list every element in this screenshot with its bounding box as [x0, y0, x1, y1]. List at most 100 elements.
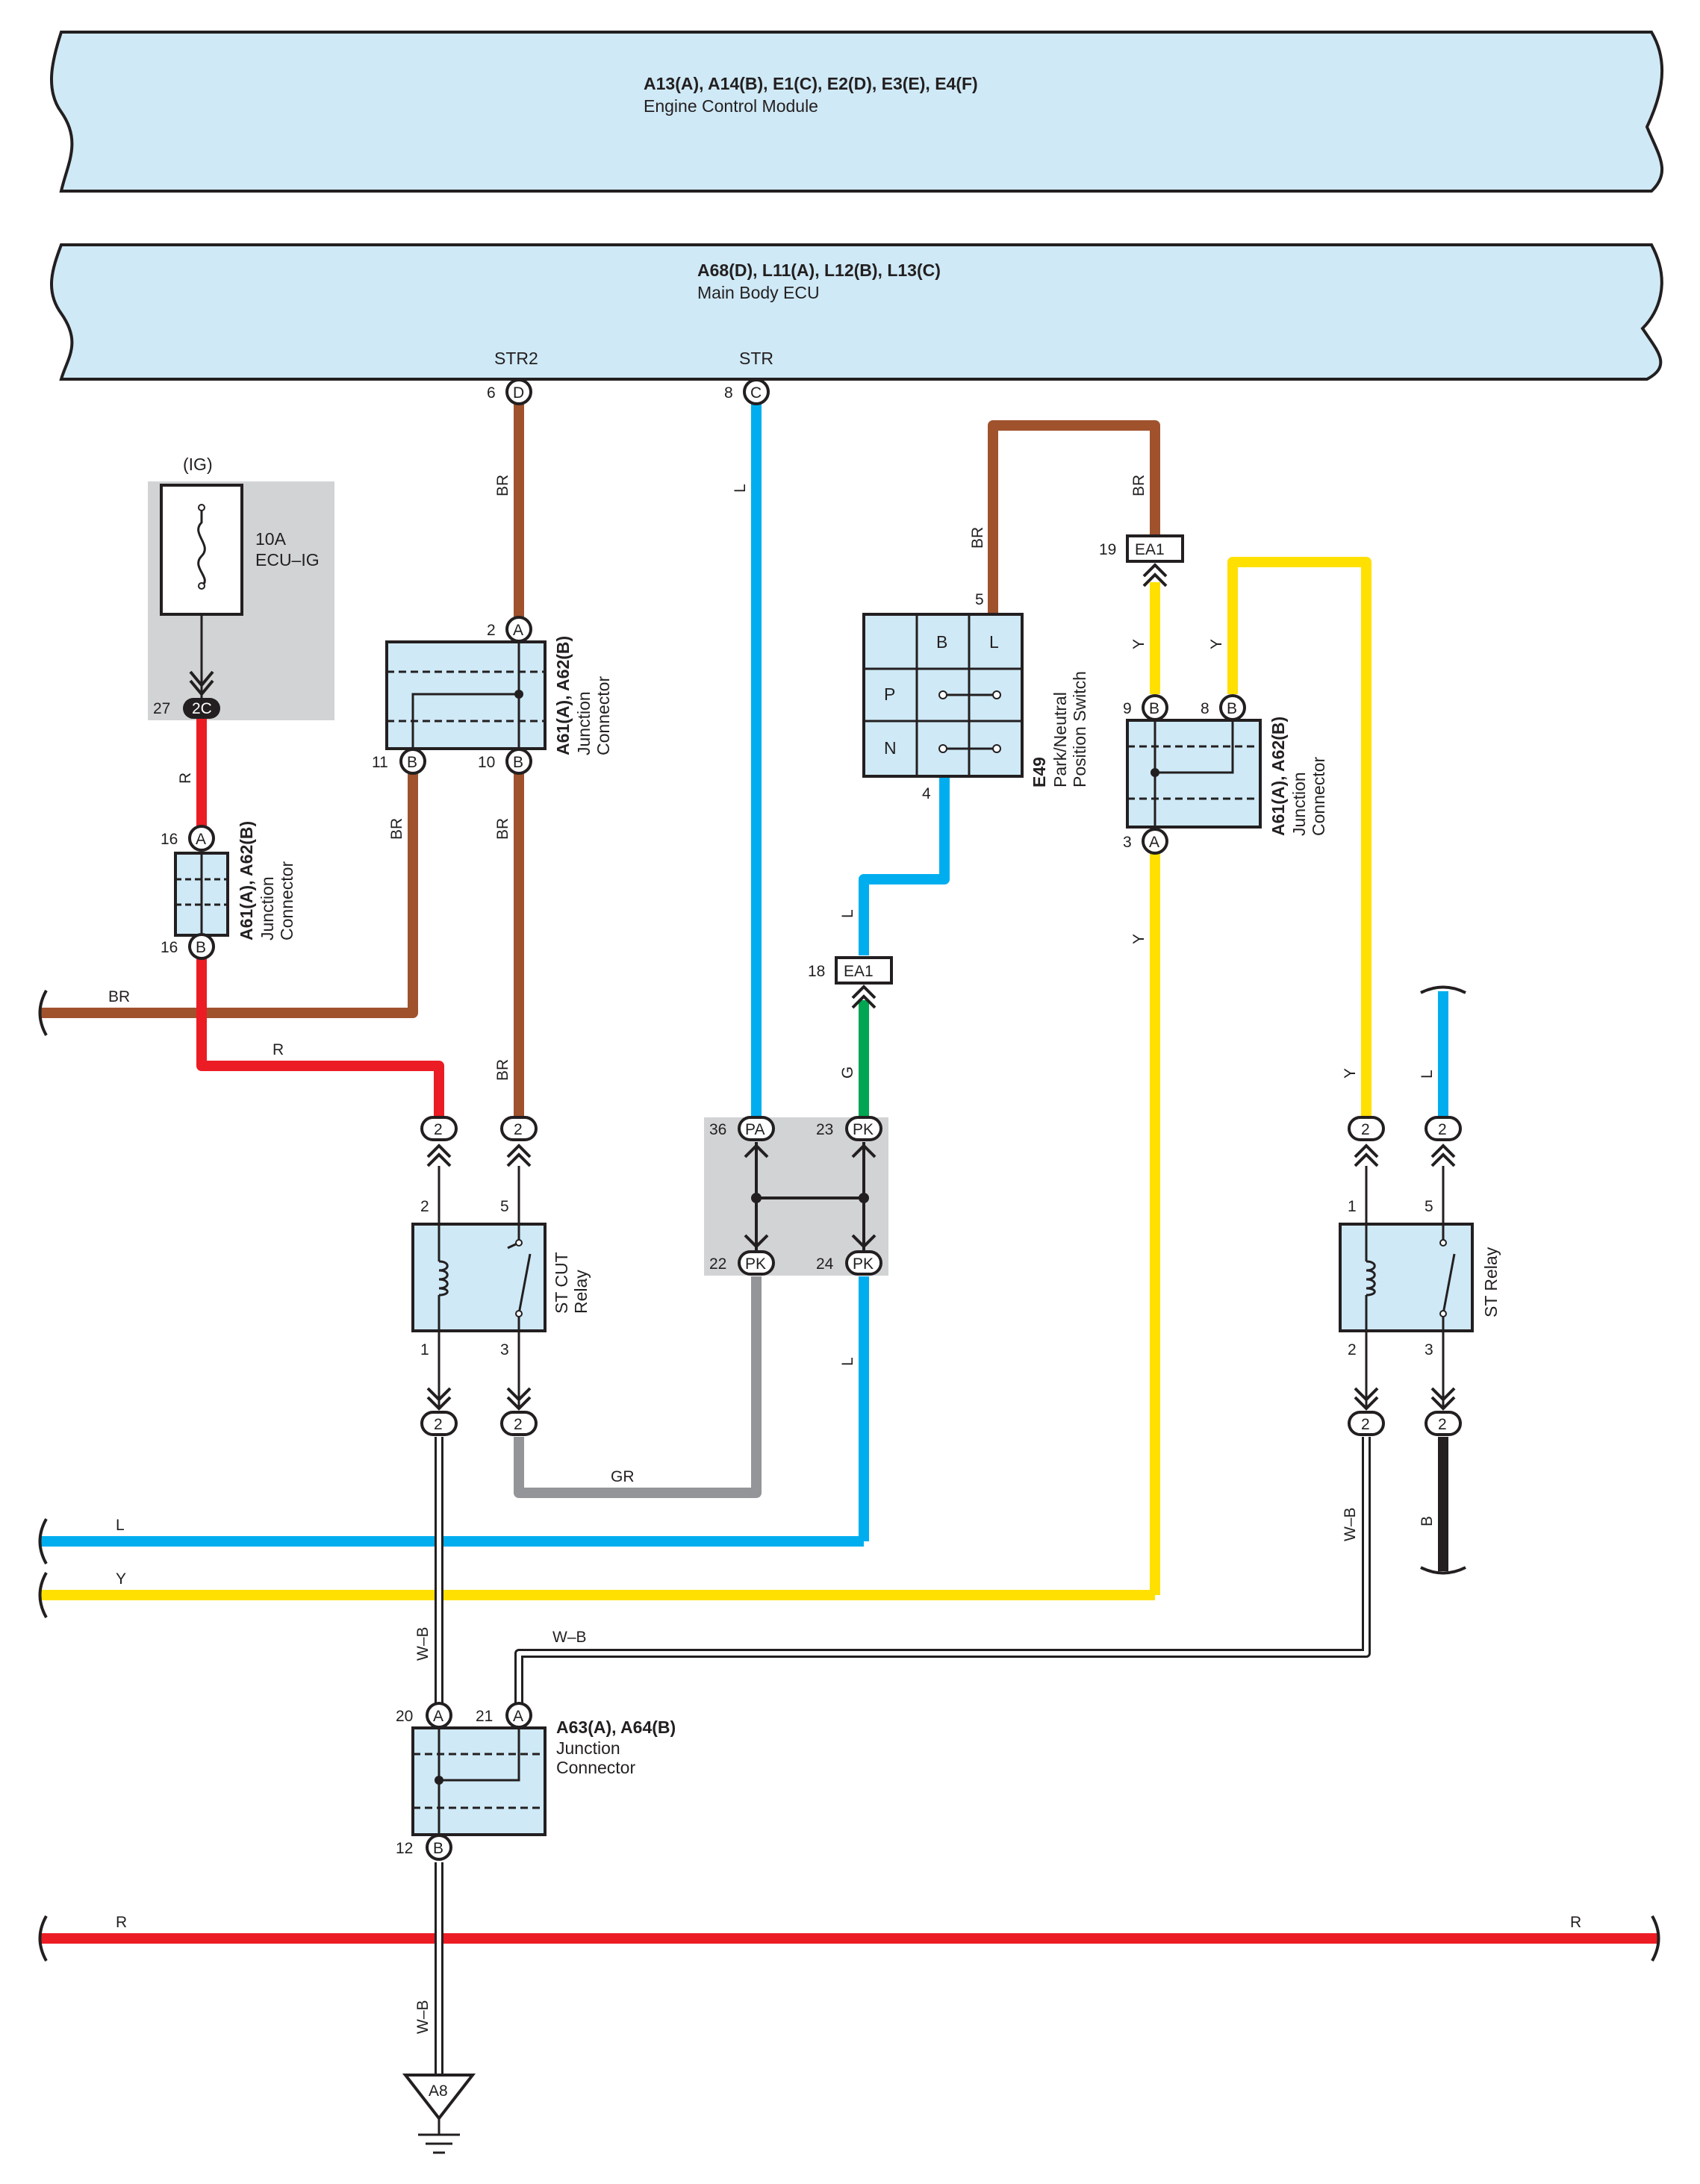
ecm-name: Engine Control Module [644, 96, 818, 116]
svg-text:9: 9 [1123, 700, 1132, 717]
svg-text:B: B [1149, 700, 1159, 717]
svg-text:5: 5 [500, 1198, 509, 1215]
wire-br-left [41, 761, 418, 1018]
wc-br-1: BR [494, 475, 511, 496]
svg-text:4: 4 [922, 785, 931, 802]
wire-l-switch [859, 776, 950, 955]
break-l [38, 1518, 48, 1564]
st-cut-relay[interactable] [411, 1223, 547, 1332]
ground-a8[interactable] [402, 2074, 476, 2154]
wc-y-4: Y [1342, 1068, 1359, 1079]
svg-text:24: 24 [816, 1255, 834, 1273]
svg-text:Connector: Connector [594, 676, 613, 755]
svg-text:6: 6 [487, 384, 496, 402]
svg-text:2: 2 [420, 1198, 429, 1215]
svg-text:B: B [433, 1840, 443, 1857]
svg-text:27: 27 [153, 700, 170, 717]
svg-text:L: L [989, 632, 999, 652]
svg-text:21: 21 [476, 1708, 493, 1725]
st-relay[interactable] [1339, 1223, 1474, 1332]
svg-text:Junction: Junction [556, 1738, 620, 1758]
svg-text:5: 5 [975, 591, 984, 608]
svg-text:2: 2 [434, 1121, 443, 1138]
svg-text:20: 20 [396, 1708, 413, 1725]
wc-r-4: R [1570, 1914, 1581, 1931]
jc-mid-ref: A61(A), A62(B) [553, 636, 573, 755]
ecm-box[interactable] [50, 31, 1664, 193]
wc-l-2: L [839, 909, 856, 918]
svg-text:B: B [513, 754, 523, 771]
svg-text:18: 18 [808, 963, 825, 980]
str2-label: STR2 [494, 349, 538, 368]
jc-left[interactable] [174, 852, 229, 937]
svg-text:A: A [513, 1708, 523, 1725]
wc-br-4: BR [388, 818, 405, 840]
break-r-left [38, 1915, 48, 1962]
svg-text:2: 2 [514, 1121, 523, 1138]
svg-text:Position Switch: Position Switch [1070, 671, 1089, 787]
wc-r-2: R [273, 1041, 284, 1058]
break-r-right [1651, 1915, 1660, 1962]
svg-text:P: P [884, 684, 895, 704]
body-ecu-box[interactable] [50, 243, 1663, 381]
svg-text:19: 19 [1099, 541, 1116, 558]
ecm-connectors: A13(A), A14(B), E1(C), E2(D), E3(E), E4(… [644, 74, 978, 93]
svg-text:Park/Neutral: Park/Neutral [1050, 692, 1070, 787]
fuse-supply: (IG) [183, 455, 213, 474]
wc-br-3: BR [1130, 475, 1148, 496]
wc-wb-3: W–B [1342, 1507, 1359, 1541]
pn-switch-ref: E49 [1030, 757, 1049, 787]
wire-wb-strelay [514, 1437, 1371, 1706]
svg-text:Connector: Connector [556, 1758, 635, 1777]
fuse-name: ECU–IG [255, 550, 320, 570]
svg-text:2: 2 [487, 622, 496, 639]
str-label: STR [739, 349, 773, 368]
svg-text:2: 2 [1361, 1416, 1370, 1433]
wc-wb-2: W–B [552, 1629, 587, 1646]
wc-wb-1: W–B [414, 1626, 432, 1661]
wire-br-switch [988, 420, 1160, 614]
jc-mid[interactable] [385, 640, 547, 750]
svg-text:D: D [513, 384, 524, 402]
wc-y-1: Y [1130, 639, 1148, 649]
wc-gr: GR [611, 1468, 635, 1485]
svg-text:16: 16 [161, 939, 178, 956]
svg-text:3: 3 [1123, 834, 1132, 851]
wc-y-5: Y [116, 1570, 126, 1588]
wc-l-4: L [839, 1357, 856, 1366]
wc-l-5: L [116, 1517, 125, 1534]
st-relay-label: ST Relay [1481, 1247, 1501, 1317]
wc-g: G [839, 1067, 856, 1079]
wire-r-jc [196, 958, 444, 1117]
jc-right-ref: A61(A), A62(B) [1268, 717, 1288, 836]
jc-right[interactable] [1126, 719, 1262, 829]
break-b-bottom [1420, 1566, 1466, 1575]
svg-text:2: 2 [434, 1416, 443, 1433]
svg-text:EA1: EA1 [844, 963, 874, 980]
svg-text:22: 22 [709, 1255, 726, 1273]
break-l-top [1420, 985, 1466, 994]
svg-text:23: 23 [816, 1121, 833, 1138]
wc-l-3: L [1419, 1070, 1436, 1079]
wc-br-7: BR [494, 1059, 511, 1081]
wc-r-3: R [116, 1914, 127, 1931]
svg-text:Connector: Connector [277, 861, 296, 940]
svg-text:Junction: Junction [1289, 772, 1309, 836]
wc-b: B [1419, 1516, 1436, 1526]
svg-text:3: 3 [1425, 1341, 1433, 1358]
svg-text:A: A [433, 1708, 443, 1725]
svg-text:B: B [1227, 700, 1237, 717]
ground-label: A8 [429, 2082, 448, 2100]
pn-switch[interactable] [862, 613, 1024, 778]
jc-bottom[interactable] [411, 1726, 547, 1836]
ea1-upper[interactable] [1126, 534, 1184, 563]
ea1-lower[interactable] [835, 956, 893, 985]
svg-text:Relay: Relay [571, 1270, 591, 1314]
svg-text:5: 5 [1425, 1198, 1433, 1215]
ecm-conn-block[interactable] [751, 1142, 869, 1250]
svg-text:PK: PK [853, 1255, 874, 1273]
wire-y-strelay [1227, 557, 1371, 1117]
svg-text:36: 36 [709, 1121, 726, 1138]
svg-text:PA: PA [745, 1121, 765, 1138]
